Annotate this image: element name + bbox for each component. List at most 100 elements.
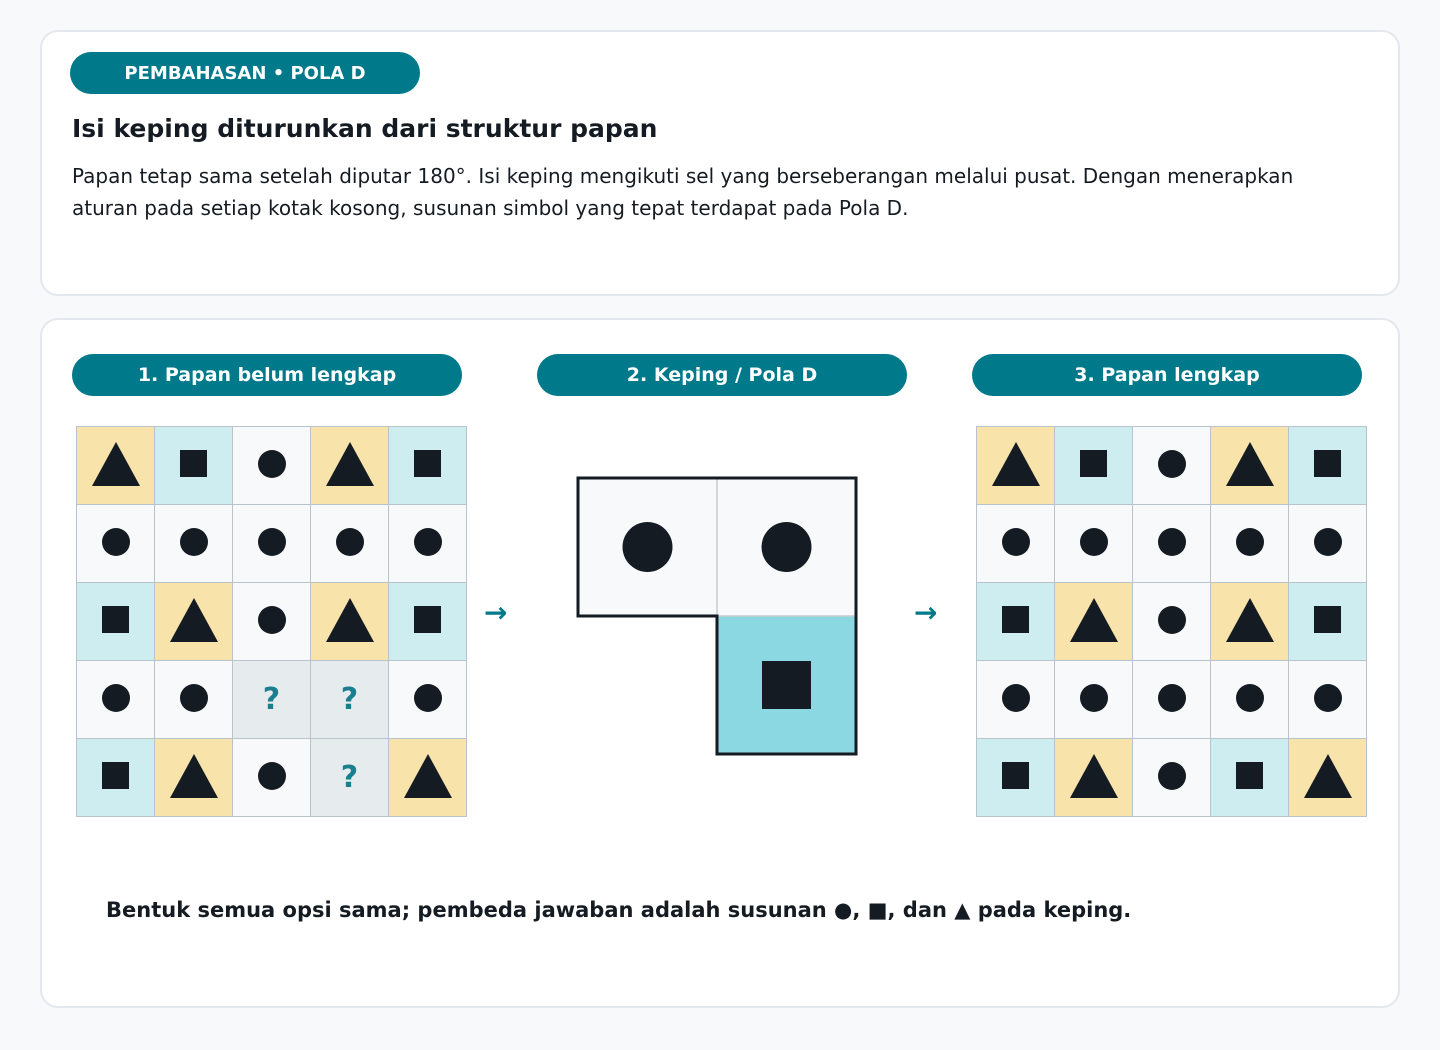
complete-cell (1132, 738, 1211, 817)
explanation-text: Papan tetap sama setelah diputar 180°. I… (72, 164, 1294, 220)
triangle-icon (1069, 597, 1118, 642)
dot-icon (257, 605, 286, 634)
square-icon (102, 762, 129, 789)
incomplete-row (76, 426, 467, 505)
square-icon (414, 606, 441, 633)
explanation-title: Isi keping diturunkan dari struktur papa… (72, 114, 658, 143)
complete-row (976, 660, 1367, 739)
incomplete-cell (388, 582, 467, 661)
panel-label-piece: 2. Keping / Pola D (537, 354, 907, 396)
complete-cell (1054, 426, 1133, 505)
incomplete-cell: ? (232, 660, 311, 739)
dot-icon (1079, 527, 1108, 556)
dot-icon (1235, 683, 1264, 712)
explanation-card: PEMBAHASAN • POLA D Isi keping diturunka… (40, 30, 1400, 296)
square-icon (414, 450, 441, 477)
dot-icon (413, 527, 442, 556)
dot-icon (179, 527, 208, 556)
incomplete-cell (154, 582, 233, 661)
section-badge: PEMBAHASAN • POLA D (70, 52, 420, 94)
dot-icon (1157, 527, 1186, 556)
incomplete-cell (388, 660, 467, 739)
complete-board (976, 426, 1367, 817)
dot-icon (335, 527, 364, 556)
complete-cell (1054, 504, 1133, 583)
dot-icon (1157, 683, 1186, 712)
incomplete-cell (154, 504, 233, 583)
triangle-icon (169, 753, 218, 798)
dot-icon (1157, 761, 1186, 790)
dot-icon (1235, 527, 1264, 556)
complete-cell (1132, 504, 1211, 583)
dot-icon (179, 683, 208, 712)
incomplete-cell: ? (310, 738, 389, 817)
complete-cell (1054, 738, 1133, 817)
complete-cell (1288, 426, 1367, 505)
triangle-icon (91, 441, 140, 486)
dot-icon (1313, 683, 1342, 712)
incomplete-cell (76, 426, 155, 505)
arrow-right-icon: → (914, 596, 938, 629)
triangle-icon (325, 441, 374, 486)
dot-icon (101, 527, 130, 556)
incomplete-row (76, 504, 467, 583)
triangle-icon (1225, 441, 1274, 486)
dot-icon (1157, 605, 1186, 634)
square-icon (1002, 606, 1029, 633)
piece-outline (576, 476, 858, 756)
incomplete-cell (310, 426, 389, 505)
piece-dot-top-left (622, 522, 673, 572)
incomplete-cell (154, 738, 233, 817)
complete-row (976, 426, 1367, 505)
complete-cell (1132, 426, 1211, 505)
complete-cell (1054, 582, 1133, 661)
dot-icon (1313, 527, 1342, 556)
incomplete-cell (232, 426, 311, 505)
dot-icon (101, 683, 130, 712)
complete-cell (1210, 582, 1289, 661)
incomplete-row: ? (76, 738, 467, 817)
square-icon (1080, 450, 1107, 477)
question-mark: ? (340, 759, 359, 795)
panel-label-incomplete: 1. Papan belum lengkap (72, 354, 462, 396)
complete-cell (976, 504, 1055, 583)
triangle-icon (991, 441, 1040, 486)
arrow-right-icon: → (484, 596, 508, 629)
piece-square-bottom-right (762, 661, 811, 709)
incomplete-cell: ? (310, 660, 389, 739)
incomplete-cell (76, 582, 155, 661)
square-icon (1314, 606, 1341, 633)
dot-icon (257, 449, 286, 478)
incomplete-cell (76, 738, 155, 817)
complete-cell (976, 660, 1055, 739)
question-mark: ? (262, 681, 281, 717)
complete-cell (1210, 426, 1289, 505)
dot-icon (413, 683, 442, 712)
complete-cell (1210, 504, 1289, 583)
complete-cell (1210, 660, 1289, 739)
complete-cell (1288, 582, 1367, 661)
complete-row (976, 738, 1367, 817)
complete-cell (1288, 504, 1367, 583)
piece-pola-d (576, 476, 858, 756)
triangle-icon (325, 597, 374, 642)
incomplete-cell (154, 426, 233, 505)
question-mark: ? (340, 681, 359, 717)
complete-cell (1054, 660, 1133, 739)
complete-cell (976, 738, 1055, 817)
square-icon (1314, 450, 1341, 477)
complete-cell (1210, 738, 1289, 817)
incomplete-cell (388, 426, 467, 505)
triangle-icon (169, 597, 218, 642)
incomplete-board: ??? (76, 426, 467, 817)
dot-icon (257, 761, 286, 790)
complete-cell (976, 426, 1055, 505)
panel-label-complete: 3. Papan lengkap (972, 354, 1362, 396)
footnote: Bentuk semua opsi sama; pembeda jawaban … (106, 898, 1132, 922)
incomplete-row: ?? (76, 660, 467, 739)
incomplete-cell (232, 504, 311, 583)
dot-icon (257, 527, 286, 556)
diagram-card: 1. Papan belum lengkap 2. Keping / Pola … (40, 318, 1400, 1008)
dot-icon (1001, 527, 1030, 556)
incomplete-cell (310, 582, 389, 661)
